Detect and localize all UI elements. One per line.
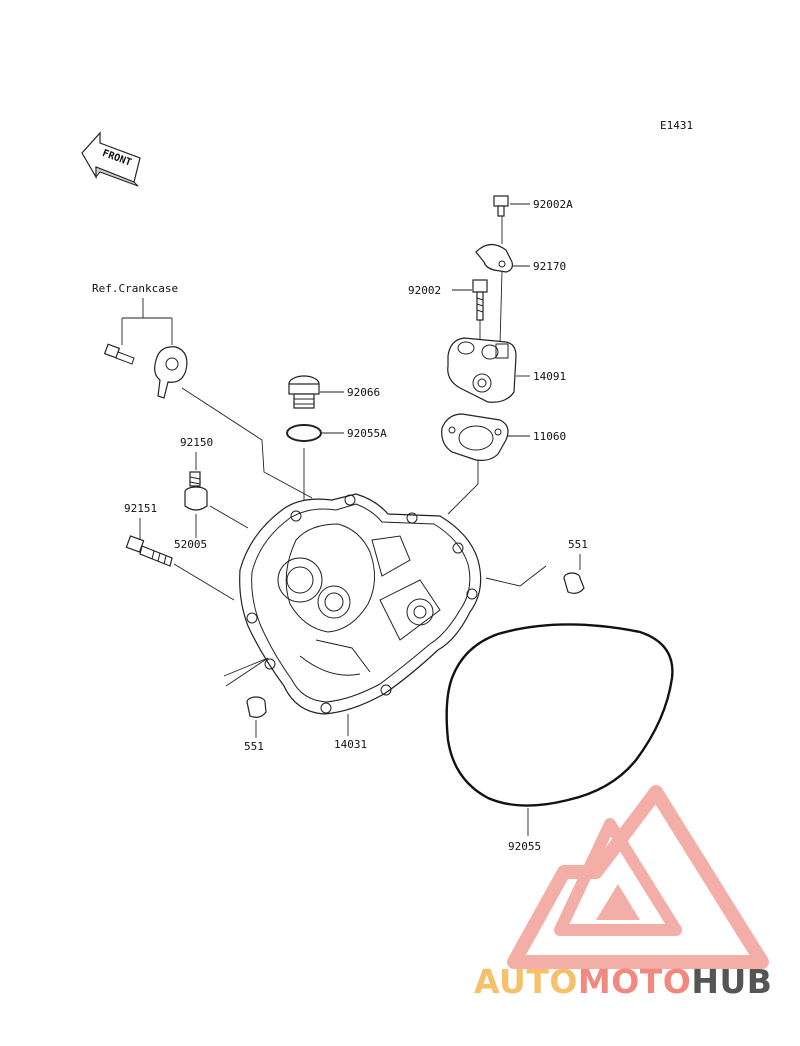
label-52005: 52005 <box>174 538 207 551</box>
watermark-wordmark: AUTOMOTOHUB <box>474 962 772 1001</box>
label-92066: 92066 <box>347 386 380 399</box>
gasket-92055 <box>445 623 674 807</box>
dowel-551-left <box>246 696 267 718</box>
label-92150: 92150 <box>180 436 213 449</box>
label-92055A: 92055A <box>347 427 387 440</box>
bolt-92002A <box>493 195 509 217</box>
bolt-92002 <box>472 279 488 321</box>
label-92151: 92151 <box>124 502 157 515</box>
label-92055: 92055 <box>508 840 541 853</box>
screw-92150 <box>189 471 201 487</box>
clamp-92170 <box>475 243 513 273</box>
label-92002A: 92002A <box>533 198 573 211</box>
housing-14091 <box>447 337 517 403</box>
plug-92066 <box>288 375 320 409</box>
ref-crankcase-label: Ref.Crankcase <box>92 282 178 295</box>
label-551-left: 551 <box>244 740 264 753</box>
gasket-11060 <box>441 413 509 461</box>
oring-92055A <box>286 424 322 442</box>
watermark-moto: MOTO <box>577 962 692 1001</box>
watermark-logo-icon <box>507 785 769 969</box>
crankcase-bolt <box>103 343 135 365</box>
bolt-92151 <box>125 535 173 567</box>
label-551-right: 551 <box>568 538 588 551</box>
clutch-cover-14031 <box>239 493 482 715</box>
dowel-551-right <box>563 572 585 594</box>
ref-bracket <box>121 298 173 345</box>
label-92002: 92002 <box>408 284 441 297</box>
front-arrow-icon: FRONT <box>81 131 141 187</box>
watermark-hub: HUB <box>691 962 773 1001</box>
cap-52005 <box>184 486 208 511</box>
label-14091: 14091 <box>533 370 566 383</box>
watermark-auto: AUTO <box>474 962 578 1001</box>
label-11060: 11060 <box>533 430 566 443</box>
diagram-code: E1431 <box>660 119 693 132</box>
label-14031: 14031 <box>334 738 367 751</box>
label-92170: 92170 <box>533 260 566 273</box>
crankcase-tab-plate <box>154 346 188 399</box>
